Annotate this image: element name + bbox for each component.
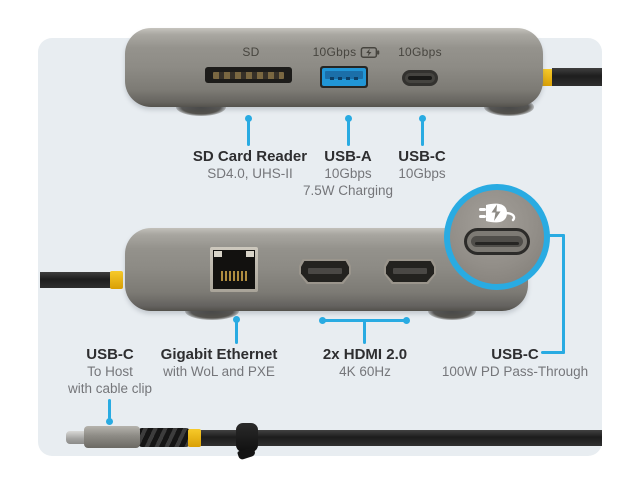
usb-c-pd-magnifier [444,184,550,290]
bracket-line-hdmi [322,319,407,322]
usb-c-port-slot [408,76,432,80]
ethernet-led-window [246,251,254,257]
cable-yellow-band [540,69,553,86]
hdmi-port-1 [299,259,351,284]
usb-a-port [320,66,368,88]
usb-a-port-inner [322,68,366,86]
hdmi-port-slot [393,268,427,274]
usb-c-print-text: 10Gbps [398,45,442,59]
hdmi-port-slot [308,268,342,274]
pointer-dot-usb-a [344,115,352,122]
elbow-line-bottom [541,351,565,354]
callout-line: 10Gbps [324,166,372,181]
ethernet-port [210,247,258,292]
cable-clip [236,423,258,452]
cable-yellow-band [110,271,123,289]
callout-line: 4K 60Hz [339,364,391,379]
callout-line: 7.5W Charging [302,183,394,198]
callout-line: SD4.0, UHS-II [207,166,293,181]
callout-title: USB-C [398,148,446,165]
callout-usb-c-pd: USB-C 100W PD Pass-Through [442,346,588,380]
battery-charging-icon [360,46,380,58]
host-cable [40,272,112,288]
elbow-line-top [547,234,565,237]
usb-a-pin [330,77,334,80]
callout-ethernet: Gigabit Ethernet with WoL and PXE [161,346,278,380]
callout-line: with WoL and PXE [163,364,275,379]
callout-line: To Host [87,364,133,379]
pointer-line-hdmi [363,321,366,344]
callout-sd-card-reader: SD Card Reader SD4.0, UHS-II [193,148,307,182]
pointer-line-usb-c [420,120,424,146]
usb-c-connector-tip [66,431,86,444]
usb-a-pin [338,77,342,80]
callout-title: Gigabit Ethernet [160,346,278,363]
sd-card-edge [213,72,284,79]
elbow-line-vertical [562,234,565,354]
usb-a-pin [354,77,358,80]
power-plug-icon [479,203,516,223]
ethernet-port-inner [213,250,255,289]
pointer-line-sd [246,120,250,146]
pointer-line-ethernet [235,321,238,344]
pointer-line-usb-a [346,120,350,146]
callout-title: USB-C [491,346,539,363]
callout-title: USB-A [324,148,372,165]
usb-c-connector-barrel [84,426,140,448]
usb-a-tongue [325,71,363,79]
sd-print-text: SD [242,45,260,59]
callout-line: 10Gbps [398,166,446,181]
pointer-dot-ethernet [233,316,240,323]
pointer-dot-host-connector [106,418,113,425]
callout-title: USB-C [86,346,134,363]
usb-a-print-text: 10Gbps [312,45,357,59]
pointer-dot-usb-c [418,115,426,122]
usb-a-print-label: 10Gbps [313,45,380,59]
pointer-line-host-connector [108,399,111,419]
callout-usb-c-10g: USB-C 10Gbps [398,148,446,182]
callout-hdmi: 2x HDMI 2.0 4K 60Hz [323,346,407,380]
pointer-dot-sd [244,115,252,122]
callout-line: 100W PD Pass-Through [441,364,589,379]
ethernet-pins [221,271,247,281]
callout-line: with cable clip [67,381,153,396]
sd-print-label: SD [242,45,259,59]
callout-usb-a: USB-A 10Gbps 7.5W Charging [303,148,393,199]
cable-strain-relief [138,428,190,447]
usb-c-pd-port-inner [471,236,523,247]
callout-usb-c-host: USB-C To Host with cable clip [68,346,152,397]
sd-card-slot [205,67,292,83]
usb-c-pd-port [464,228,530,255]
ethernet-led-window [214,251,222,257]
usb-c-print-label: 10Gbps [398,45,442,59]
hdmi-port-2 [384,259,436,284]
callout-title: SD Card Reader [192,148,308,165]
usb-c-port [402,70,438,86]
usb-a-pin [346,77,350,80]
attached-cable [552,68,602,86]
cable-yellow-band [188,429,201,447]
callout-title: 2x HDMI 2.0 [322,346,408,363]
usb-c-pd-port-tongue [475,242,519,245]
dock-front-view: SD 10Gbps 10Gbps [125,28,543,107]
host-cable-run [199,430,602,446]
